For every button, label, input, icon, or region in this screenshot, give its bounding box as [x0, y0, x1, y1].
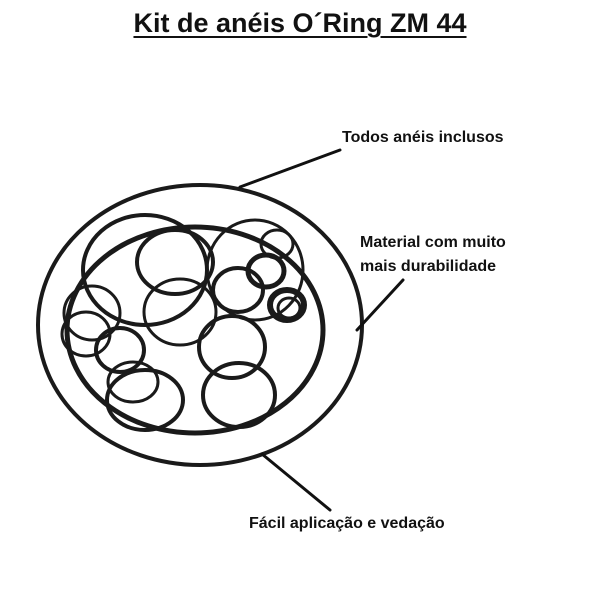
ring-lower-mid [201, 361, 277, 429]
ring-right-thin [276, 296, 302, 320]
ring-lower-left [105, 368, 185, 432]
ring-right-thick-1 [245, 252, 287, 290]
ring-right-medium [211, 266, 265, 314]
pointer-line-material [355, 278, 405, 332]
label-easy-application: Fácil aplicação e vedação [249, 515, 445, 532]
ring-center [142, 277, 218, 347]
label-all-rings: Todos anéis inclusos [342, 129, 504, 146]
ring-lower-left-2 [106, 360, 160, 404]
ring-left-1 [62, 284, 122, 342]
pointer-line-all-rings [238, 148, 342, 189]
ring-left-3 [94, 326, 146, 374]
ring-right-big [205, 218, 305, 322]
ring-large-inner [64, 224, 326, 436]
label-material-line2: mais durabilidade [360, 258, 497, 275]
label-material-line1: Material com muito [360, 234, 506, 251]
ring-left-2 [60, 310, 112, 358]
ring-center-right [197, 314, 267, 380]
ring-right-thick-2 [267, 287, 307, 323]
pointer-line-easy-application [260, 452, 332, 512]
page-title: Kit de anéis O´Ring ZM 44 [133, 8, 467, 38]
ring-upper-mid [135, 228, 215, 296]
